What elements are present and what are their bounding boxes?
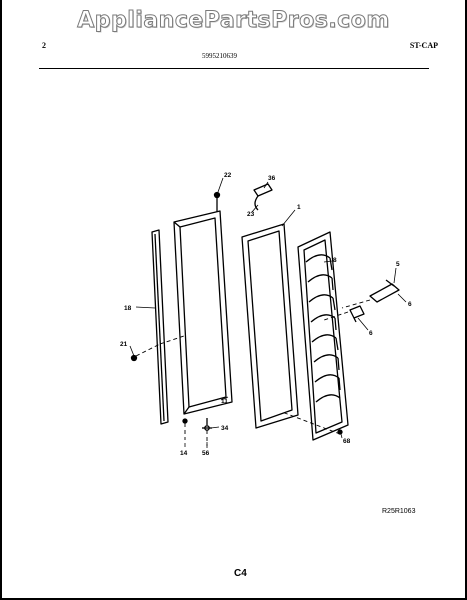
callout-1: 1 — [297, 204, 301, 211]
side-screw — [130, 354, 138, 362]
top-screw — [213, 191, 221, 212]
callout-8: 8 — [333, 257, 337, 264]
callout-6-upper: 6 — [408, 301, 412, 308]
shelf-clip-lower — [349, 305, 365, 323]
shelf-bracket-upper — [369, 279, 400, 303]
callout-11: 11 — [221, 398, 228, 405]
callout-18: 18 — [124, 305, 132, 312]
reference-code: R25R1063 — [382, 508, 416, 515]
callout-14: 14 — [180, 450, 188, 457]
watermark-text: AppliancePartsPros.com — [77, 8, 390, 34]
door-gasket-strip — [151, 229, 169, 425]
callout-23: 23 — [247, 211, 255, 218]
header-rule — [39, 68, 429, 69]
callout-34: 34 — [221, 425, 229, 432]
callout-56: 56 — [202, 450, 210, 457]
callout-68: 68 — [343, 438, 351, 445]
leader-lines — [129, 177, 407, 448]
page-code: C4 — [234, 568, 247, 579]
door-outer-panel — [241, 223, 299, 429]
header-section-code: ST-CAP — [409, 41, 438, 50]
callout-5: 5 — [396, 261, 400, 268]
inner-door-panel — [297, 231, 349, 441]
door-hinge — [253, 183, 273, 211]
callout-36: 36 — [268, 175, 276, 182]
door-shelves — [305, 254, 341, 403]
header-page-number: 2 — [42, 41, 46, 50]
callout-21: 21 — [120, 341, 128, 348]
callout-22: 22 — [224, 172, 232, 179]
header-model-number: 5995210639 — [202, 52, 237, 60]
callout-6-lower: 6 — [369, 330, 373, 337]
door-liner-frame — [173, 210, 233, 415]
assembly-lines — [135, 299, 371, 446]
